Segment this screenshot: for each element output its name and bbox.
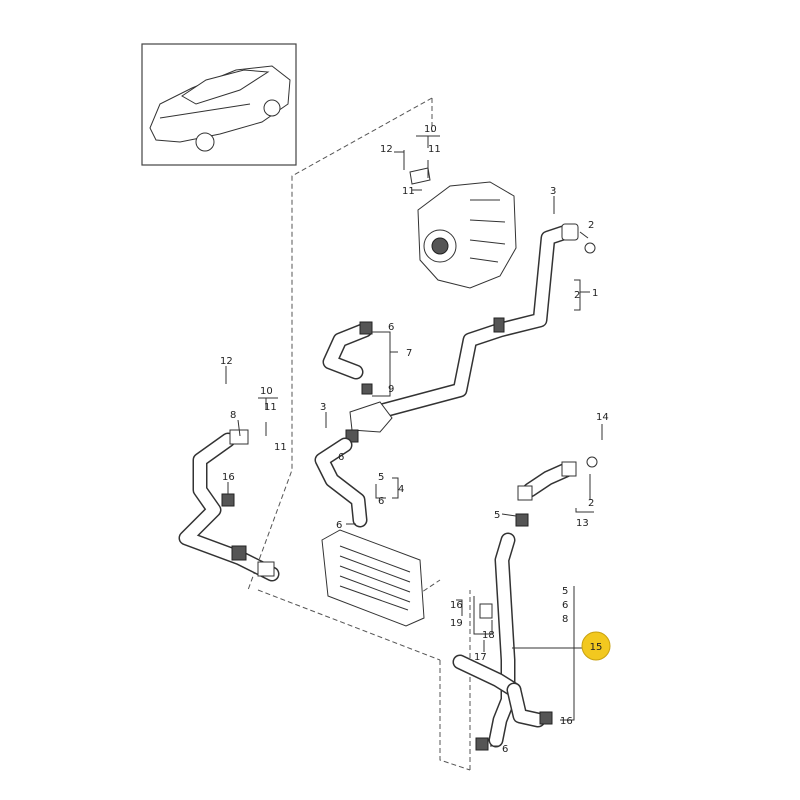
t-connector bbox=[345, 401, 393, 443]
callout-5-group: 5 bbox=[562, 586, 568, 597]
coolant-hose-4 bbox=[314, 437, 368, 528]
assembly-boundary bbox=[247, 97, 471, 771]
callout-4: 4 bbox=[398, 484, 404, 495]
callout-1: 1 bbox=[592, 288, 598, 299]
callout-3-mid: 3 bbox=[320, 402, 326, 413]
callout-16-right: 16 bbox=[560, 716, 573, 727]
bypass-hose bbox=[322, 321, 373, 395]
oil-cooler bbox=[321, 529, 425, 627]
callout-6-lower: 6 bbox=[378, 496, 384, 507]
callout-2-mid: 2 bbox=[574, 290, 580, 301]
callout-5-right: 5 bbox=[494, 510, 500, 521]
callout-10-left: 10 bbox=[260, 386, 273, 397]
callout-11-top-b: 11 bbox=[402, 186, 415, 197]
callout-6-mid: 6 bbox=[338, 452, 344, 463]
callout-10-top: 10 bbox=[424, 124, 437, 135]
callout-9: 9 bbox=[388, 384, 394, 395]
leader-lines bbox=[225, 135, 603, 747]
left-coolant-hose bbox=[178, 429, 280, 582]
callout-17: 17 bbox=[474, 652, 487, 663]
callout-7: 7 bbox=[406, 348, 412, 359]
callout-8-group: 8 bbox=[562, 614, 568, 625]
callout-6-upper: 6 bbox=[388, 322, 394, 333]
callout-8-left: 8 bbox=[230, 410, 236, 421]
alternator-unit bbox=[409, 167, 517, 289]
callout-6-group: 6 bbox=[562, 600, 568, 611]
callout-12-top: 12 bbox=[380, 144, 393, 155]
callout-12-left: 12 bbox=[220, 356, 233, 367]
right-coolant-hose bbox=[452, 456, 598, 751]
callout-2-right: 2 bbox=[588, 498, 594, 509]
callout-2-top: 2 bbox=[588, 220, 594, 231]
callout-11-top-a: 11 bbox=[428, 144, 441, 155]
callout-6-cooler: 6 bbox=[336, 520, 342, 531]
callout-labels: 10 12 11 11 3 2 2 1 6 7 9 12 10 11 8 11 … bbox=[220, 124, 609, 755]
highlighted-callout-15[interactable]: 15 bbox=[581, 631, 611, 661]
callout-11-left-b: 11 bbox=[274, 442, 287, 453]
callout-16-small: 16 bbox=[450, 600, 463, 611]
callout-6-bottom: 6 bbox=[502, 744, 508, 755]
callout-3-top: 3 bbox=[550, 186, 556, 197]
callout-13: 13 bbox=[576, 518, 589, 529]
callout-15: 15 bbox=[590, 642, 603, 653]
callout-5-mid: 5 bbox=[378, 472, 384, 483]
vehicle-thumbnail bbox=[141, 43, 297, 166]
callout-11-left-a: 11 bbox=[264, 402, 277, 413]
upper-coolant-hose bbox=[352, 223, 596, 426]
callout-14: 14 bbox=[596, 412, 609, 423]
callout-18: 18 bbox=[482, 630, 495, 641]
callout-16-left: 16 bbox=[222, 472, 235, 483]
callout-19: 19 bbox=[450, 618, 463, 629]
